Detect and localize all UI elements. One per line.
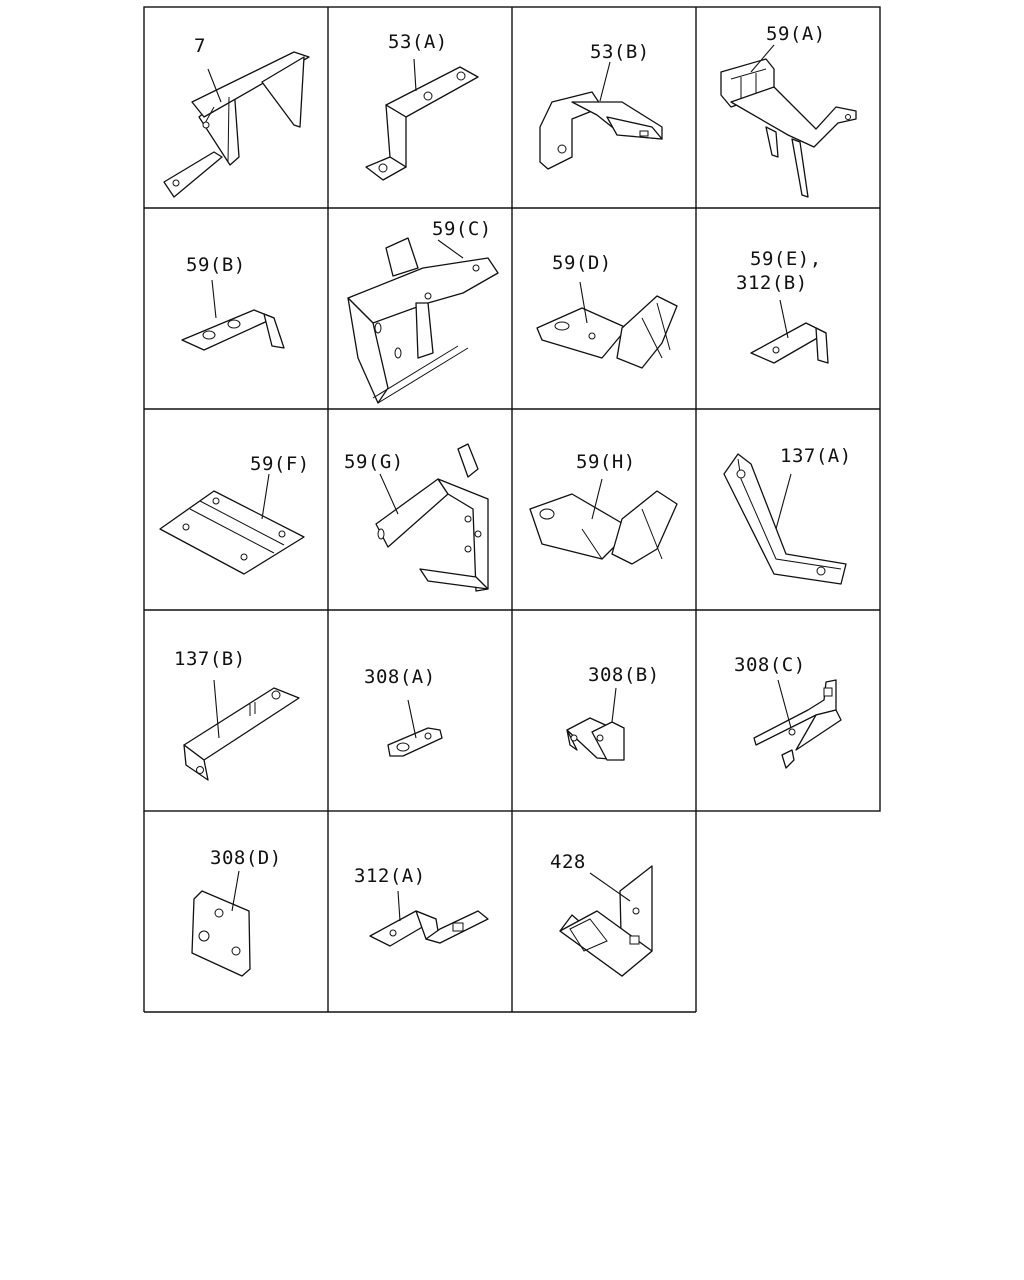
bracket-59h-drawing xyxy=(529,478,678,565)
bracket-59g-drawing xyxy=(375,443,489,592)
part-cell-308c[interactable]: 308(C) xyxy=(696,610,880,811)
part-cell-59g[interactable]: 59(G) xyxy=(328,409,512,610)
part-cell-59d[interactable]: 59(D) xyxy=(512,208,696,409)
callout-53a: 53(A) xyxy=(388,31,448,53)
bracket-59b-drawing xyxy=(181,279,285,351)
bracket-308d-drawing xyxy=(191,870,251,977)
part-cell-59c[interactable]: 59(C) xyxy=(328,208,512,409)
bracket-137b-drawing xyxy=(183,679,300,781)
callout-59d: 59(D) xyxy=(552,252,612,274)
bracket-308c-drawing xyxy=(753,679,842,769)
bracket-308a-drawing xyxy=(387,699,443,757)
part-cell-59a[interactable]: 59(A) xyxy=(696,7,880,208)
bracket-428-drawing xyxy=(559,865,653,977)
callout-59h: 59(H) xyxy=(576,451,636,473)
callout-308d: 308(D) xyxy=(210,847,282,869)
callout-59a: 59(A) xyxy=(766,23,826,45)
callout-137b: 137(B) xyxy=(174,648,246,670)
callout-59c: 59(C) xyxy=(432,218,492,240)
bracket-53b-drawing xyxy=(539,61,663,170)
callout-59b: 59(B) xyxy=(186,254,246,276)
part-cell-308a[interactable]: 308(A) xyxy=(328,610,512,811)
callout-59f: 59(F) xyxy=(250,453,310,475)
callout-59g: 59(G) xyxy=(344,451,404,473)
callout-312b: 312(B) xyxy=(736,272,808,294)
callout-59e: 59(E), xyxy=(750,248,822,270)
callout-53b: 53(B) xyxy=(590,41,650,63)
callout-428: 428 xyxy=(550,851,586,873)
callout-137a: 137(A) xyxy=(780,445,852,467)
part-cell-312a[interactable]: 312(A) xyxy=(328,811,512,1012)
part-cell-59h[interactable]: 59(H) xyxy=(512,409,696,610)
bracket-59f-drawing xyxy=(159,473,305,575)
part-cell-308b[interactable]: 308(B) xyxy=(512,610,696,811)
bracket-59d-drawing xyxy=(536,281,678,369)
callout-308b: 308(B) xyxy=(588,664,660,686)
part-cell-428[interactable]: 428 xyxy=(512,811,696,1012)
bracket-53a-drawing xyxy=(365,58,479,181)
part-cell-59f[interactable]: 59(F) xyxy=(144,409,328,610)
callout-7: 7 xyxy=(194,35,206,57)
callout-308a: 308(A) xyxy=(364,666,436,688)
part-cell-308d[interactable]: 308(D) xyxy=(144,811,328,1012)
bracket-59a-drawing xyxy=(720,44,857,198)
bracket-59e-312b-drawing xyxy=(750,299,829,364)
part-cell-53a[interactable]: 53(A) xyxy=(328,7,512,208)
bracket-59c-drawing xyxy=(347,237,499,404)
callout-308c: 308(C) xyxy=(734,654,806,676)
callout-312a: 312(A) xyxy=(354,865,426,887)
part-cell-7[interactable]: 7 xyxy=(144,7,328,208)
part-cell-59b[interactable]: 59(B) xyxy=(144,208,328,409)
part-cell-137b[interactable]: 137(B) xyxy=(144,610,328,811)
bracket-312a-drawing xyxy=(369,890,489,947)
part-cell-53b[interactable]: 53(B) xyxy=(512,7,696,208)
part-cell-59e-312b[interactable]: 59(E), 312(B) xyxy=(696,208,880,409)
bracket-308b-drawing xyxy=(566,687,625,761)
bracket-7-drawing xyxy=(163,51,310,198)
part-cell-137a[interactable]: 137(A) xyxy=(696,409,880,610)
bracket-137a-drawing xyxy=(723,453,847,585)
